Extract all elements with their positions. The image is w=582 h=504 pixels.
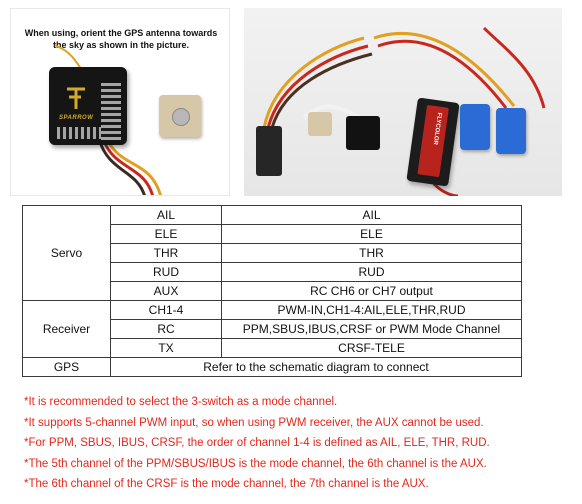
port-label: TX: [110, 338, 222, 358]
note-item: *It is recommended to select the 3-switc…: [24, 396, 338, 408]
group-servo: Servo: [22, 205, 111, 301]
group-receiver: Receiver: [22, 300, 111, 358]
wires-graphic: [262, 26, 546, 196]
note-item: *For PPM, SBUS, IBUS, CRSF, the order of…: [24, 437, 490, 450]
table-row: Receiver CH1-4 PWM-IN,CH1-4:AIL,ELE,THR,…: [22, 300, 522, 358]
pin-header-bottom: [57, 127, 101, 139]
table-row: THR THR: [23, 243, 522, 263]
esc-label: FLYCOLOR: [431, 112, 443, 146]
note-item: *The 6th channel of the CRSF is the mode…: [24, 478, 429, 491]
note-item: *It supports 5-channel PWM input, so whe…: [24, 416, 484, 429]
port-value: PWM-IN,CH1-4:AIL,ELE,THR,RUD: [221, 300, 522, 320]
table-row: Servo AIL AIL: [22, 205, 522, 301]
port-mapping-table: Servo AIL AIL ELE ELE THR THR RUD RUD AU…: [22, 205, 522, 377]
gps-orientation-photo: When using, orient the GPS antenna towar…: [10, 8, 230, 196]
port-label: CH1-4: [110, 300, 222, 320]
port-value: THR: [221, 243, 522, 263]
wiring-setup-photo: FLYCOLOR: [244, 8, 562, 196]
group-gps: GPS: [22, 357, 111, 377]
port-value: PPM,SBUS,IBUS,CRSF or PWM Mode Channel: [221, 319, 522, 339]
flight-controller-board: SPARROW: [49, 67, 127, 145]
port-value: CRSF-TELE: [221, 338, 522, 358]
port-value: Refer to the schematic diagram to connec…: [110, 357, 522, 377]
receiver: [256, 126, 282, 176]
port-label: RUD: [110, 262, 222, 282]
table-row: GPS Refer to the schematic diagram to co…: [22, 357, 522, 377]
port-value: RUD: [221, 262, 522, 282]
board-label: SPARROW: [59, 115, 94, 121]
port-label: AUX: [110, 281, 222, 301]
servo: [496, 108, 526, 154]
port-value: RC CH6 or CH7 output: [221, 281, 522, 301]
logo-icon: [67, 87, 85, 109]
flight-controller-board: [346, 116, 380, 150]
pin-header: [101, 83, 121, 141]
port-value: AIL: [221, 205, 522, 225]
wires-graphic: [54, 44, 162, 195]
port-label: RC: [110, 319, 222, 339]
port-label: ELE: [110, 224, 222, 244]
table-row: TX CRSF-TELE: [23, 338, 522, 358]
note-item: *The 5th channel of the PPM/SBUS/IBUS is…: [24, 457, 487, 470]
gps-antenna: [159, 95, 201, 137]
servo: [460, 104, 490, 150]
port-value: ELE: [221, 224, 522, 244]
gps-antenna: [308, 112, 332, 136]
table-row: AUX RC CH6 or CH7 output: [23, 281, 522, 301]
photo-caption: When using, orient the GPS antenna towar…: [24, 28, 218, 50]
port-label: THR: [110, 243, 222, 263]
port-label: AIL: [110, 205, 222, 225]
notes-list: *It is recommended to select the 3-switc…: [24, 392, 576, 495]
